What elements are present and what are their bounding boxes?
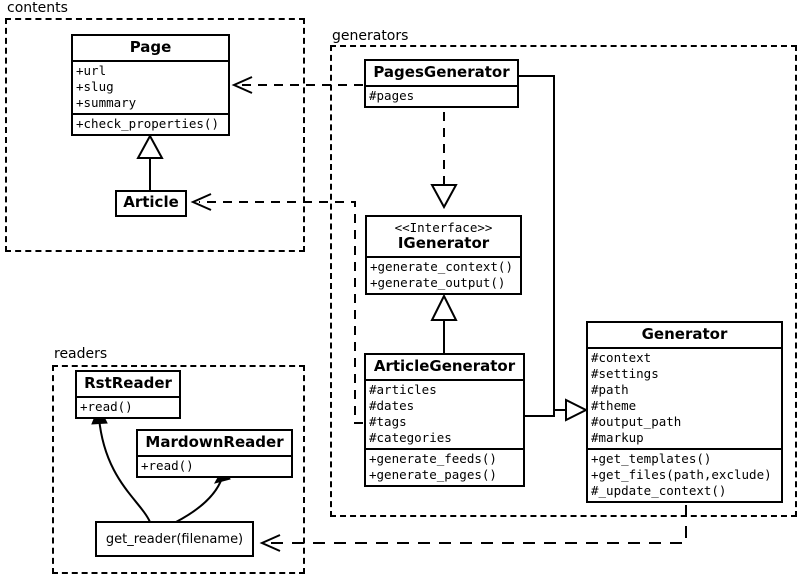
class-box-pages-generator[interactable]: PagesGenerator #pages — [364, 59, 519, 108]
class-stereotype-igenerator: <<Interface>> — [394, 220, 493, 235]
operations-compartment-igenerator: +generate_context() +generate_output() — [367, 256, 520, 293]
package-contents — [5, 18, 305, 252]
attribute: +slug — [76, 79, 114, 94]
operations-compartment-mardown-reader: +read() — [138, 455, 291, 476]
attribute: #dates — [369, 398, 415, 413]
operation: +get_files(path,exclude) — [591, 467, 772, 482]
operation: +generate_output() — [370, 275, 506, 290]
attribute: +summary — [76, 95, 137, 110]
class-name-mardown-reader: MardownReader — [145, 433, 284, 451]
attributes-compartment-pages-generator: #pages — [366, 85, 517, 106]
class-box-igenerator[interactable]: <<Interface>> IGenerator +generate_conte… — [365, 215, 522, 295]
attribute: #articles — [369, 382, 437, 397]
attribute: #output_path — [591, 414, 682, 429]
attribute: #settings — [591, 366, 659, 381]
package-readers — [52, 365, 305, 574]
operation: +read() — [80, 399, 133, 414]
package-readers-label: readers — [53, 346, 110, 362]
operation: #_update_context() — [591, 483, 727, 498]
operations-compartment-article-generator: +generate_feeds() +generate_pages() — [366, 448, 523, 485]
attribute: #tags — [369, 414, 407, 429]
attribute: +url — [76, 63, 107, 78]
attribute: #context — [591, 350, 652, 365]
operation: +read() — [141, 458, 194, 473]
class-name-pages-generator: PagesGenerator — [373, 63, 510, 81]
class-box-page[interactable]: Page +url +slug +summary +check_properti… — [71, 34, 230, 136]
attribute: #categories — [369, 430, 452, 445]
operation: +generate_feeds() — [369, 451, 497, 466]
attributes-compartment-page: +url +slug +summary — [73, 60, 228, 113]
class-box-generator[interactable]: Generator #context #settings #path #them… — [586, 321, 783, 503]
class-name-article: Article — [123, 193, 179, 211]
class-box-article-generator[interactable]: ArticleGenerator #articles #dates #tags … — [364, 353, 525, 487]
operation: +check_properties() — [76, 116, 219, 131]
attribute: #pages — [369, 88, 415, 103]
attribute: #theme — [591, 398, 637, 413]
operations-compartment-rst-reader: +read() — [77, 396, 179, 417]
operation: +generate_context() — [370, 259, 513, 274]
class-name-igenerator: IGenerator — [397, 234, 490, 252]
class-name-generator: Generator — [641, 325, 728, 343]
package-contents-label: contents — [6, 0, 70, 16]
attributes-compartment-generator: #context #settings #path #theme #output_… — [588, 347, 781, 448]
operations-compartment-generator: +get_templates() +get_files(path,exclude… — [588, 448, 781, 501]
attributes-compartment-article-generator: #articles #dates #tags #categories — [366, 379, 523, 448]
operations-compartment-page: +check_properties() — [73, 113, 228, 134]
attribute: #path — [591, 382, 629, 397]
class-box-rst-reader[interactable]: RstReader +read() — [75, 370, 181, 419]
class-box-mardown-reader[interactable]: MardownReader +read() — [136, 429, 293, 478]
class-name-page: Page — [129, 38, 172, 56]
function-name-get-reader: get_reader(filename) — [105, 531, 244, 547]
class-name-rst-reader: RstReader — [84, 374, 172, 392]
package-generators-label: generators — [331, 28, 411, 44]
operation: +get_templates() — [591, 451, 712, 466]
operation: +generate_pages() — [369, 467, 497, 482]
class-box-article[interactable]: Article — [115, 190, 187, 217]
attribute: #markup — [591, 430, 644, 445]
function-box-get-reader[interactable]: get_reader(filename) — [95, 521, 254, 557]
class-name-article-generator: ArticleGenerator — [373, 357, 516, 375]
